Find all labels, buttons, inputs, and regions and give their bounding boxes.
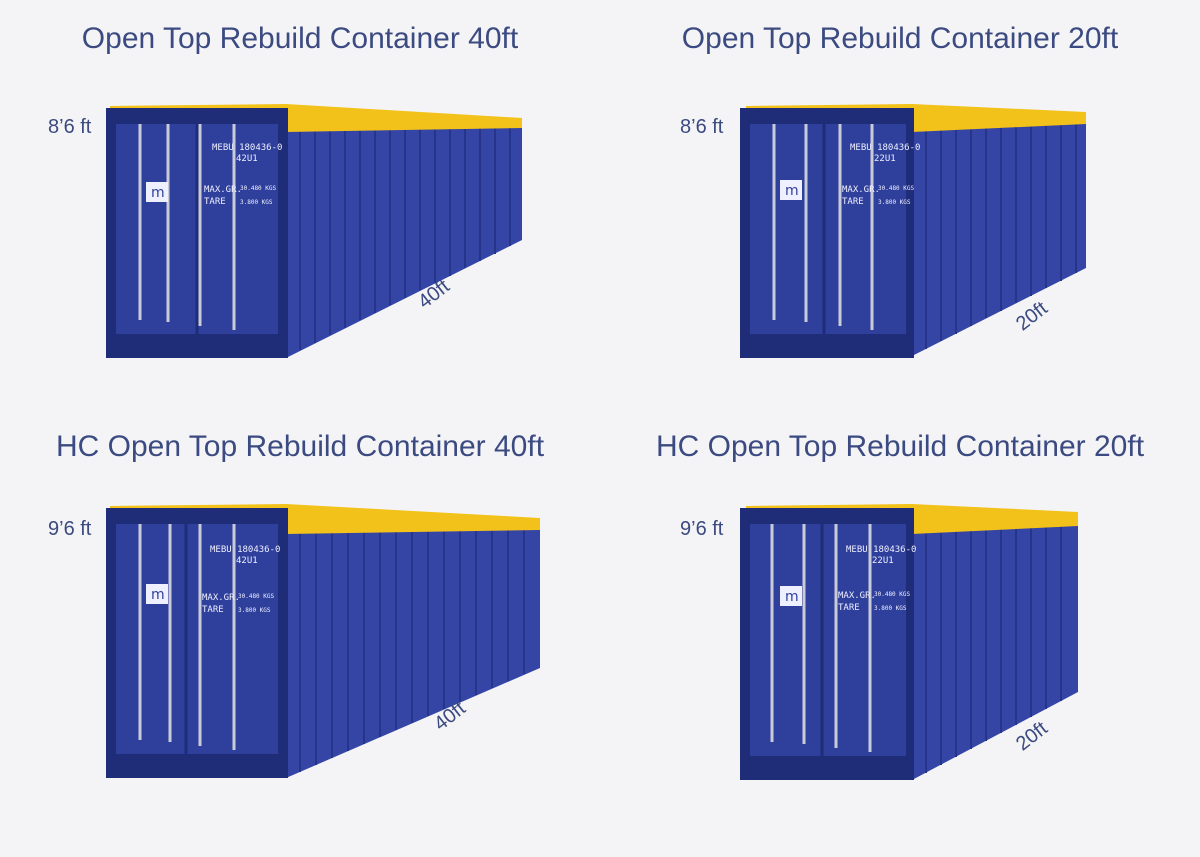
tare-value: 3.800 KGS — [238, 607, 271, 614]
tare-value: 3.800 KGS — [240, 199, 273, 206]
height-label: 8’6 ft — [48, 116, 92, 138]
container-iso: 42U1 — [236, 556, 258, 566]
tare-label: TARE — [204, 197, 226, 207]
maxgr-value: 30.480 KGS — [238, 593, 275, 600]
svg-text:m: m — [785, 589, 799, 605]
container-iso: 42U1 — [236, 154, 258, 164]
maxgr-value: 30.480 KGS — [874, 591, 911, 598]
container-image: m MEBU 180436-0 22U1 MAX.GR. TARE 30.480… — [740, 504, 1078, 780]
container-iso: 22U1 — [872, 556, 894, 566]
svg-text:m: m — [785, 183, 799, 199]
container-image: m MEBU 180436-0 22U1 MAX.GR. TARE 30.480… — [740, 104, 1086, 358]
panel-ot-20: Open Top Rebuild Container 20ft 8’6 ft m… — [600, 0, 1200, 428]
logo-m-icon — [146, 182, 168, 202]
tare-label: TARE — [842, 197, 864, 207]
panel-title: Open Top Rebuild Container 20ft — [681, 22, 1119, 55]
height-label: 9’6 ft — [48, 518, 92, 540]
maxgr-value: 30.480 KGS — [240, 185, 277, 192]
container-code: MEBU 180436-0 — [210, 545, 280, 555]
panel-hc-ot-40: HC Open Top Rebuild Container 40ft 9’6 f… — [0, 428, 600, 856]
panel-ot-40: Open Top Rebuild Container 40ft 8’6 ft m… — [0, 0, 600, 428]
svg-text:m: m — [151, 185, 165, 201]
panel-title: HC Open Top Rebuild Container 40ft — [55, 430, 545, 463]
container-code: MEBU 180436-0 — [846, 545, 916, 555]
maxgr-label: MAX.GR. — [204, 185, 242, 195]
container-code: MEBU 180436-0 — [850, 143, 920, 153]
panel-hc-ot-20: HC Open Top Rebuild Container 20ft 9’6 f… — [600, 428, 1200, 856]
panel-title: HC Open Top Rebuild Container 20ft — [655, 430, 1145, 463]
logo-m-icon — [780, 586, 802, 606]
container-image: m MEBU 180436-0 42U1 MAX.GR. TARE 30.480… — [106, 104, 522, 358]
tare-label: TARE — [202, 605, 224, 615]
logo-m-icon — [780, 180, 802, 200]
container-iso: 22U1 — [874, 154, 896, 164]
logo-m-icon — [146, 584, 168, 604]
tare-label: TARE — [838, 603, 860, 613]
panel-title: Open Top Rebuild Container 40ft — [81, 22, 519, 55]
maxgr-label: MAX.GR. — [842, 185, 880, 195]
container-code: MEBU 180436-0 — [212, 143, 282, 153]
height-label: 9’6 ft — [680, 518, 724, 540]
maxgr-label: MAX.GR. — [202, 593, 240, 603]
tare-value: 3.800 KGS — [874, 605, 907, 612]
svg-text:m: m — [151, 587, 165, 603]
height-label: 8’6 ft — [680, 116, 724, 138]
maxgr-label: MAX.GR. — [838, 591, 876, 601]
maxgr-value: 30.480 KGS — [878, 185, 915, 192]
tare-value: 3.800 KGS — [878, 199, 911, 206]
container-image: m MEBU 180436-0 42U1 MAX.GR. TARE 30.480… — [106, 504, 540, 778]
